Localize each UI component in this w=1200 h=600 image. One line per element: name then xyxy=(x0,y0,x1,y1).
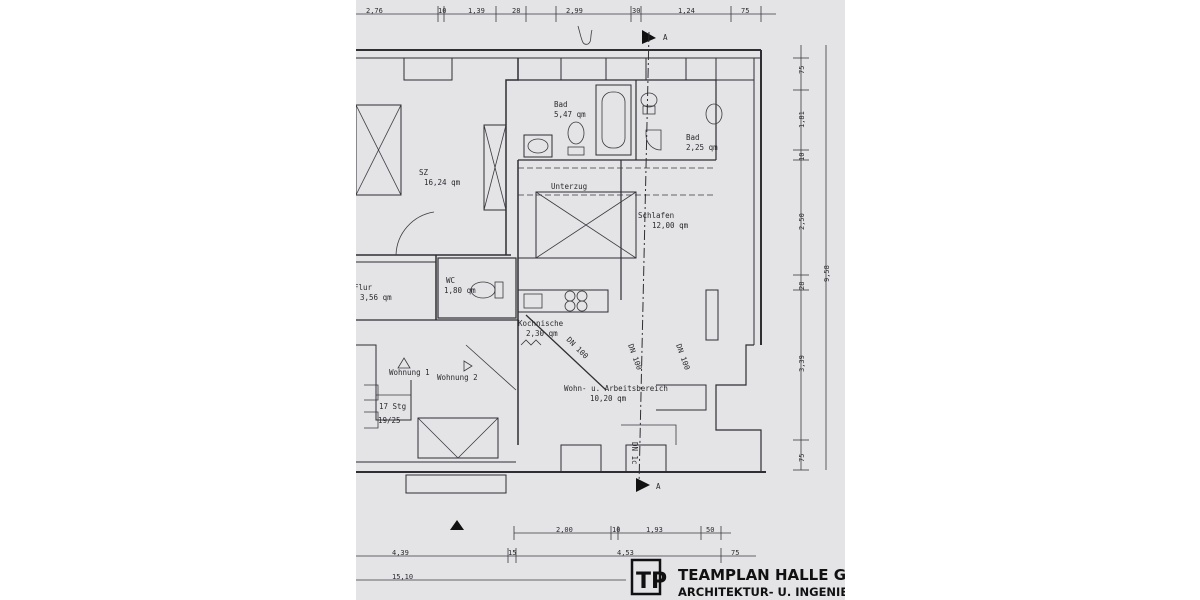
right-dim-2: 1,81 xyxy=(798,111,806,128)
entrance-arrow xyxy=(450,520,464,530)
bottom-dim-1a: 2,00 xyxy=(556,526,573,534)
section-label-top: A xyxy=(663,33,668,42)
right-dim-3: 10 xyxy=(798,153,806,161)
floor-plan-sheet: 2,76 10 1,39 28 2,99 30 1,24 75 A xyxy=(356,0,845,600)
top-dimension-line: 2,76 10 1,39 28 2,99 30 1,24 75 xyxy=(356,6,776,22)
living-area-structure xyxy=(621,384,707,445)
company-logo-letters: TP xyxy=(636,569,667,594)
bottom-dim-2b: 15 xyxy=(508,549,516,557)
room-flur-area: 3,56 qm xyxy=(360,293,392,302)
room-schlafen-area: 12,00 qm xyxy=(652,221,689,230)
top-dim-6: 30 xyxy=(632,7,640,15)
room-wohnen-name: Wohn- u. Arbeitsbereich xyxy=(564,384,668,393)
top-dim-1: 2,76 xyxy=(366,7,383,15)
bottom-dim-2a: 4,39 xyxy=(392,549,409,557)
stairs-dimension: 19/25 xyxy=(378,416,401,425)
bottom-dim-1b: 10 xyxy=(612,526,620,534)
floor-plan-drawing: 2,76 10 1,39 28 2,99 30 1,24 75 A xyxy=(356,6,845,599)
right-dim-4: 2,50 xyxy=(798,213,806,230)
room-bad-small-name: Bad xyxy=(686,133,700,142)
handwritten-dn-3: DN 100 xyxy=(674,343,692,372)
handwritten-mark xyxy=(577,25,593,45)
sz-furniture xyxy=(356,104,507,256)
top-dim-7: 1,24 xyxy=(678,7,695,15)
top-dim-8: 75 xyxy=(741,7,749,15)
handwritten-dn-4: DN 1c xyxy=(630,442,639,465)
bottom-dim-2c: 4,53 xyxy=(617,549,634,557)
company-logo xyxy=(630,558,662,596)
room-flur-name: Flur xyxy=(356,283,373,292)
company-subtitle: ARCHITEKTUR- U. INGENIEUR xyxy=(678,585,845,599)
room-bad-small-area: 2,25 qm xyxy=(686,143,718,152)
top-dim-2: 10 xyxy=(438,7,446,15)
schlafen-wardrobe xyxy=(535,191,719,341)
top-dim-3: 1,39 xyxy=(468,7,485,15)
room-kochnische-name: Kochnische xyxy=(518,319,564,328)
room-wc-area: 1,80 qm xyxy=(444,286,476,295)
room-kochnische-area: 2,30 qm xyxy=(526,329,558,338)
room-bad-big-area: 5,47 qm xyxy=(554,110,586,119)
wohnung1-label: Wohnung 1 xyxy=(389,368,430,377)
right-dim-1: 75 xyxy=(798,66,806,74)
bottom-dim-total: 15,10 xyxy=(392,573,413,581)
room-sz-name: SZ xyxy=(419,168,429,177)
room-wohnen-area: 10,20 qm xyxy=(590,394,627,403)
wohnung2-label: Wohnung 2 xyxy=(437,373,478,382)
bottom-dim-1d: 50 xyxy=(706,526,714,534)
section-label-bottom: A xyxy=(656,482,661,491)
bathroom-fixtures xyxy=(523,84,723,158)
company-stamp: TP TEAMPLAN HALLE G ARCHITEKTUR- U. INGE… xyxy=(630,558,845,599)
kitchenette-counter xyxy=(517,289,609,313)
stairs-count: 17 Stg xyxy=(379,402,406,411)
handwritten-dn-1: DN 100 xyxy=(565,335,591,361)
unterzug-beam xyxy=(518,167,716,196)
top-dim-4: 28 xyxy=(512,7,520,15)
right-dim-5: 28 xyxy=(798,282,806,290)
room-sz-area: 16,24 qm xyxy=(424,178,461,187)
right-dim-7: 75 xyxy=(798,454,806,462)
bottom-dim-2d: 75 xyxy=(731,549,739,557)
right-dim-total: 9,58 xyxy=(823,265,831,282)
section-marker-bottom: A xyxy=(636,478,661,492)
room-wc-name: WC xyxy=(446,276,455,285)
section-line xyxy=(638,31,650,486)
room-bad-big-name: Bad xyxy=(554,100,568,109)
unterzug-label: Unterzug xyxy=(551,182,587,191)
bottom-dimension-lines: 2,00 10 1,93 50 4,39 15 4,53 75 15,10 xyxy=(356,526,756,581)
bottom-dim-1c: 1,93 xyxy=(646,526,663,534)
wc-tank xyxy=(494,281,504,299)
company-name: TEAMPLAN HALLE G xyxy=(678,566,845,584)
entrance-stair xyxy=(356,344,517,494)
top-dim-5: 2,99 xyxy=(566,7,583,15)
right-dim-6: 3,39 xyxy=(798,355,806,372)
section-marker-top: A xyxy=(642,30,668,44)
right-dimension-line: 75 1,81 10 2,50 28 3,39 75 9,58 xyxy=(793,45,831,471)
room-schlafen-name: Schlafen xyxy=(638,211,674,220)
